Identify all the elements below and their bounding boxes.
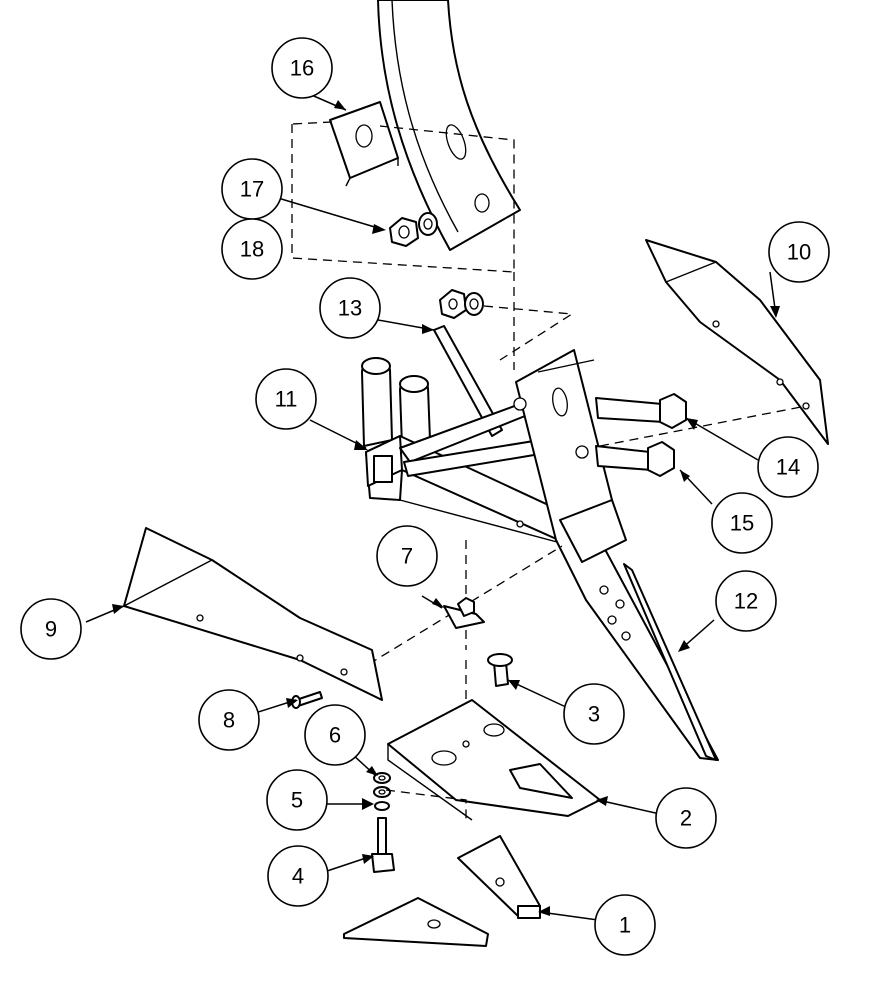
callout-8: 8: [198, 689, 260, 751]
callout-3: 3: [563, 683, 625, 745]
callout-5: 5: [266, 769, 328, 831]
left-wing-part: [123, 527, 383, 701]
callout-15-label: 15: [730, 511, 754, 536]
curved-shank: [377, 0, 521, 251]
callout-9: 9: [20, 598, 82, 660]
callout-10: 10: [768, 221, 830, 283]
shovel-point-part: [387, 699, 601, 821]
callout-7-label: 7: [401, 544, 413, 569]
callout-17: 17: [221, 158, 283, 220]
callout-1-label: 1: [619, 913, 631, 938]
callout-4-label: 4: [292, 864, 304, 889]
hex-nut-part: [389, 217, 419, 247]
tip-block-part: [457, 835, 541, 919]
nut-washer-13: [439, 289, 484, 319]
hex-bolt-lower-part: [595, 441, 675, 477]
callout-14-label: 14: [776, 455, 800, 480]
callout-9-label: 9: [45, 617, 57, 642]
callout-5-label: 5: [291, 788, 303, 813]
callout-18: 18: [221, 218, 283, 280]
callout-10-label: 10: [787, 240, 811, 265]
callout-7: 7: [376, 525, 438, 587]
shank-part: [513, 349, 719, 761]
callout-2: 2: [655, 787, 717, 849]
wedge-part: [343, 897, 489, 947]
clamp-plate-part: [329, 101, 399, 187]
callout-16-label: 16: [290, 56, 314, 81]
callout-8-label: 8: [223, 708, 235, 733]
plow-bolt-part: [487, 653, 513, 687]
callout-17-label: 17: [240, 177, 264, 202]
callout-12: 12: [715, 570, 777, 632]
right-wing-part: [645, 239, 829, 445]
callout-12-label: 12: [734, 589, 758, 614]
hex-bolt-upper-part: [595, 393, 687, 429]
callout-14: 14: [757, 436, 819, 498]
washer-part: [418, 212, 438, 236]
callout-13: 13: [319, 277, 381, 339]
callout-1: 1: [594, 894, 656, 956]
callout-15: 15: [711, 492, 773, 554]
callout-18-label: 18: [240, 237, 264, 262]
hex-bolt-part: [371, 817, 395, 873]
lock-washer-part: [373, 786, 391, 811]
callout-11-label: 11: [275, 387, 298, 412]
callout-6-label: 6: [329, 723, 341, 748]
frame-weldment-part: [361, 357, 573, 548]
callout-13-label: 13: [338, 296, 362, 321]
clip-nut-part: [443, 597, 485, 629]
assembly-lines-lower: [385, 789, 467, 820]
callout-16: 16: [271, 37, 333, 99]
nut-part: [373, 772, 391, 784]
leader-lines: [85, 89, 780, 921]
brace-rod-part: [433, 325, 503, 437]
callout-3-label: 3: [588, 702, 600, 727]
callout-6: 6: [304, 704, 366, 766]
callout-4: 4: [267, 845, 329, 907]
callout-2-label: 2: [680, 806, 692, 831]
callout-11: 11: [255, 368, 317, 430]
assembly-lines-upper: [291, 121, 574, 370]
